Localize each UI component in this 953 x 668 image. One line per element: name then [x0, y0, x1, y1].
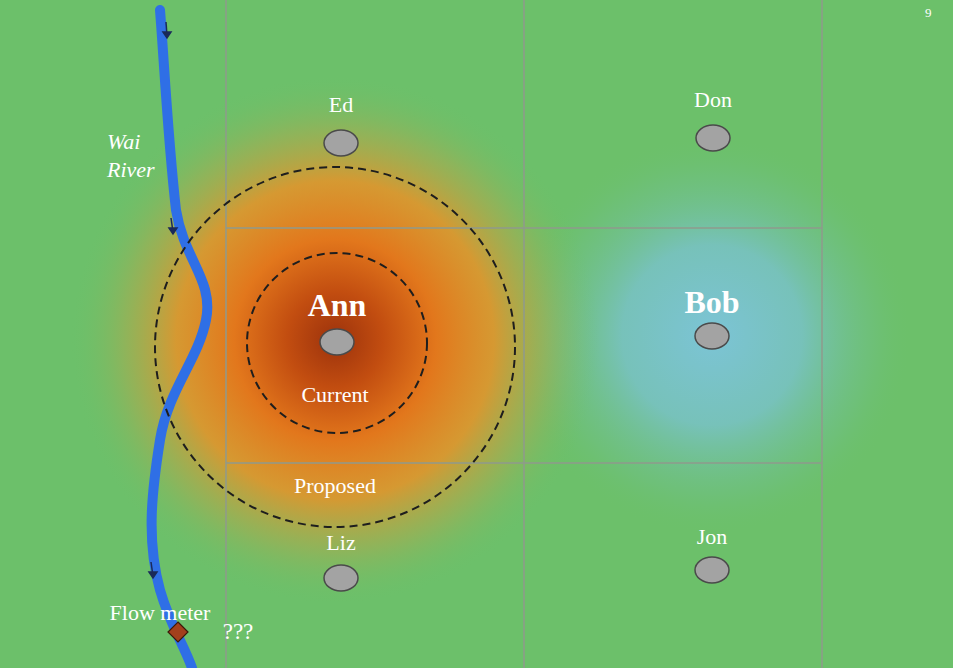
well-name: Liz: [326, 530, 355, 555]
current-zone: Current Ann: [247, 253, 427, 433]
well-head: [695, 557, 729, 583]
well-head: [324, 565, 358, 591]
well-name: Jon: [697, 524, 728, 549]
well-name: Ed: [329, 92, 353, 117]
well: Bob: [662, 270, 762, 354]
well-head: [695, 323, 729, 349]
zone-label: Proposed: [294, 473, 376, 498]
river-name: Wai River: [107, 128, 169, 183]
well-name: Ann: [308, 287, 367, 324]
well: Liz: [291, 521, 391, 596]
well-name: Don: [694, 87, 732, 112]
zone-label: Current: [301, 382, 368, 407]
meter-label: Flow meter: [110, 600, 211, 625]
proposed-zone: Proposed Current Ann: [155, 167, 515, 527]
river: [152, 10, 208, 668]
well: Jon: [662, 515, 762, 588]
well-head: [320, 329, 354, 355]
dashed-circle: [247, 253, 427, 433]
flow-meter: Flow meter???: [100, 596, 270, 652]
well-head: [324, 130, 358, 156]
well: Don: [663, 78, 763, 156]
page-number: 9: [925, 6, 947, 20]
dashed-circle: [155, 167, 515, 527]
flow-arrows: [149, 22, 177, 578]
well-head: [696, 125, 730, 151]
property-grid: [226, 0, 822, 668]
well: Ed: [291, 83, 391, 161]
unknown-mark: ???: [223, 619, 254, 645]
well-name: Bob: [684, 284, 739, 321]
well: Ann: [287, 273, 387, 360]
